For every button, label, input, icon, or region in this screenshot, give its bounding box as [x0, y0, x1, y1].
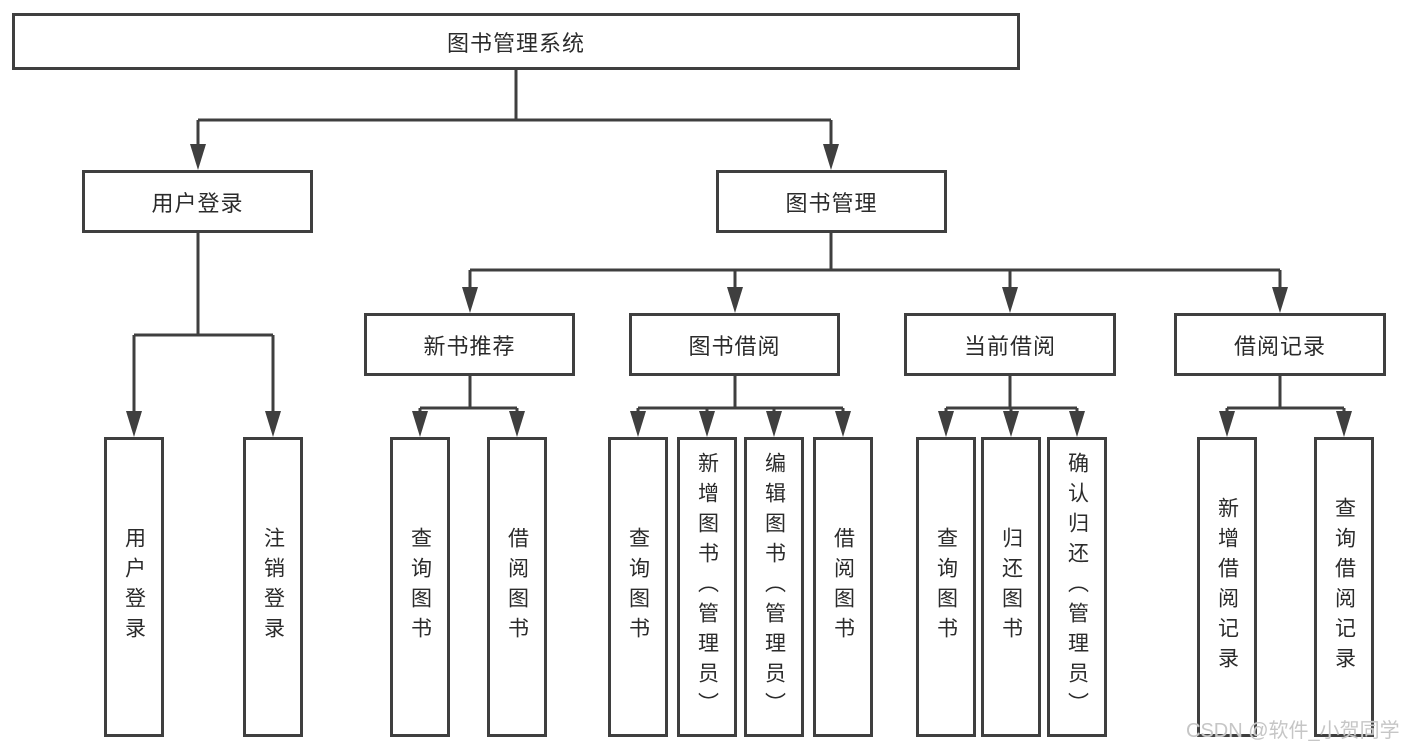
leaf-borrow-query: 查询图书: [608, 437, 668, 737]
leaf-record-query-label: 查询借阅记录: [1332, 497, 1356, 677]
connector-book-borrow-to-leaves: [636, 376, 845, 415]
arrow-down-icon: [727, 287, 743, 313]
arrow-down-icon: [835, 411, 851, 437]
connector-user-login-to-leaves: [132, 233, 275, 415]
leaf-user-login-label: 用户登录: [122, 527, 146, 647]
arrow-down-icon: [1219, 411, 1235, 437]
leaf-newbook-query: 查询图书: [390, 437, 450, 737]
node-user-login-label: 用户登录: [151, 190, 244, 216]
node-borrow-record: 借阅记录: [1174, 313, 1386, 376]
leaf-borrow-add-label: 新增图书（管理员）: [695, 452, 719, 722]
leaf-logout-label: 注销登录: [261, 527, 285, 647]
arrow-down-icon: [823, 144, 839, 170]
node-new-book: 新书推荐: [364, 313, 575, 376]
leaf-borrow-edit: 编辑图书（管理员）: [744, 437, 804, 737]
arrow-down-icon: [1069, 411, 1085, 437]
leaf-current-return: 归还图书: [981, 437, 1041, 737]
leaf-borrow-borrow: 借阅图书: [813, 437, 873, 737]
leaf-record-add: 新增借阅记录: [1197, 437, 1257, 737]
arrow-down-icon: [630, 411, 646, 437]
node-root-label: 图书管理系统: [446, 30, 585, 56]
leaf-current-confirm-label: 确认归还（管理员）: [1065, 452, 1089, 722]
leaf-current-confirm: 确认归还（管理员）: [1047, 437, 1107, 737]
arrow-down-icon: [766, 411, 782, 437]
connector-borrow-record-to-leaves: [1225, 376, 1346, 415]
node-book-borrow: 图书借阅: [629, 313, 840, 376]
leaf-borrow-edit-label: 编辑图书（管理员）: [762, 452, 786, 722]
node-book-mgmt-label: 图书管理: [785, 190, 878, 216]
node-current-borrow-label: 当前借阅: [963, 333, 1056, 359]
leaf-current-query-label: 查询图书: [934, 527, 958, 647]
node-new-book-label: 新书推荐: [423, 333, 516, 359]
leaf-user-login: 用户登录: [104, 437, 164, 737]
arrow-down-icon: [265, 411, 281, 437]
connector-current-borrow-to-leaves: [944, 376, 1079, 415]
connector-new-book-to-leaves: [418, 376, 519, 415]
node-current-borrow: 当前借阅: [904, 313, 1116, 376]
arrow-down-icon: [462, 287, 478, 313]
arrow-down-icon: [509, 411, 525, 437]
leaf-record-query: 查询借阅记录: [1314, 437, 1374, 737]
connector-book-mgmt-to-level3: [468, 233, 1282, 291]
leaf-newbook-borrow: 借阅图书: [487, 437, 547, 737]
leaf-newbook-query-label: 查询图书: [408, 527, 432, 647]
leaf-borrow-query-label: 查询图书: [626, 527, 650, 647]
arrow-down-icon: [699, 411, 715, 437]
arrow-down-icon: [1002, 287, 1018, 313]
leaf-current-query: 查询图书: [916, 437, 976, 737]
leaf-logout: 注销登录: [243, 437, 303, 737]
node-book-borrow-label: 图书借阅: [688, 333, 781, 359]
leaf-newbook-borrow-label: 借阅图书: [505, 527, 529, 647]
node-borrow-record-label: 借阅记录: [1233, 333, 1326, 359]
leaf-current-return-label: 归还图书: [999, 527, 1023, 647]
arrow-down-icon: [1336, 411, 1352, 437]
arrow-down-icon: [938, 411, 954, 437]
leaf-record-add-label: 新增借阅记录: [1215, 497, 1239, 677]
node-user-login: 用户登录: [82, 170, 313, 233]
arrow-down-icon: [1272, 287, 1288, 313]
arrow-down-icon: [1003, 411, 1019, 437]
node-book-mgmt: 图书管理: [716, 170, 947, 233]
arrow-down-icon: [412, 411, 428, 437]
leaf-borrow-borrow-label: 借阅图书: [831, 527, 855, 647]
node-root: 图书管理系统: [12, 13, 1020, 70]
arrow-down-icon: [190, 144, 206, 170]
connector-root-to-level2: [196, 70, 833, 148]
leaf-borrow-add: 新增图书（管理员）: [677, 437, 737, 737]
csdn-watermark: CSDN @软件_小贺同学: [1186, 720, 1400, 742]
arrow-down-icon: [126, 411, 142, 437]
